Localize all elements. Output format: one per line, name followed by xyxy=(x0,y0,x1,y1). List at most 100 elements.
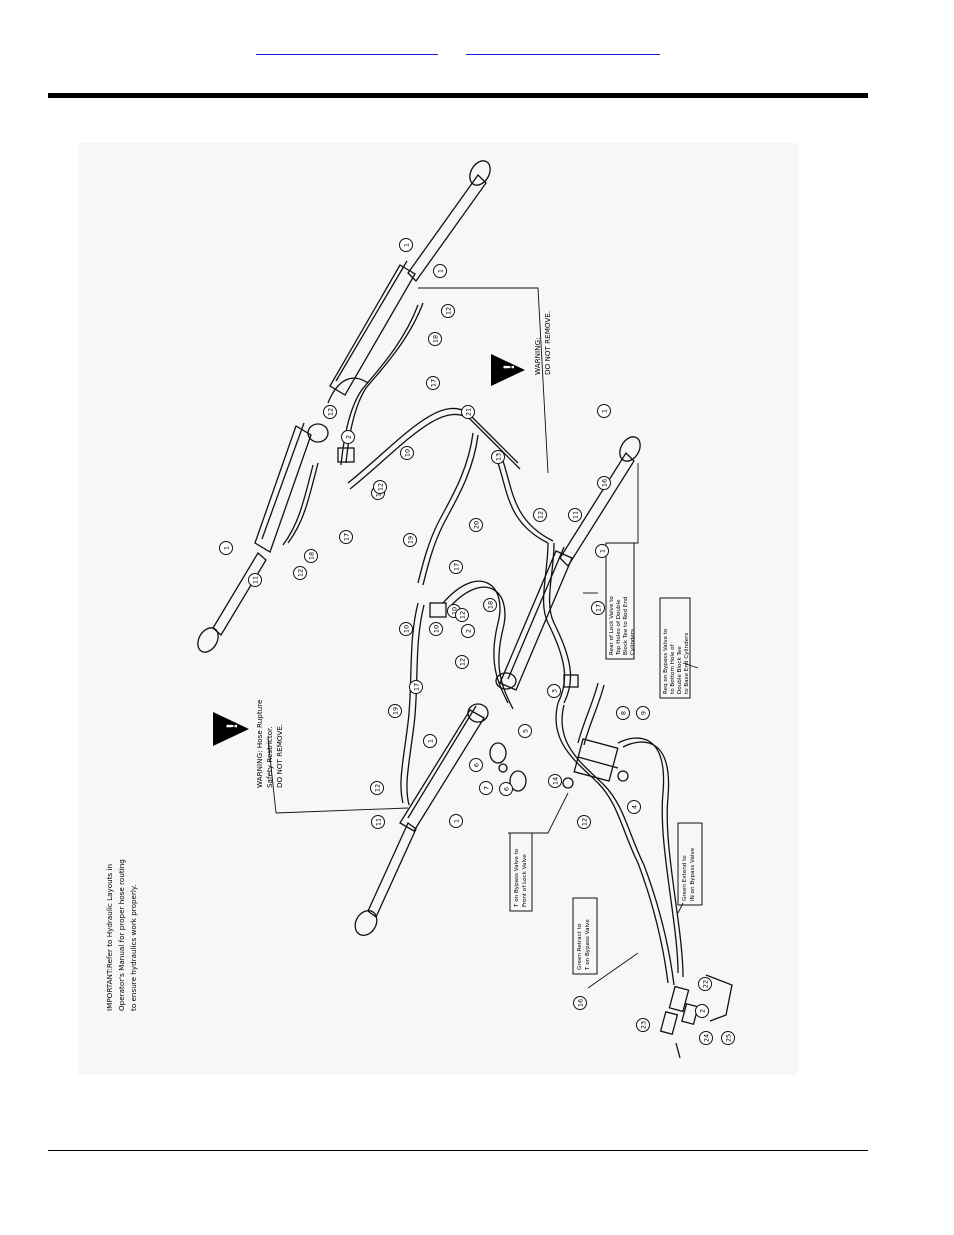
callout-label: 17 xyxy=(413,683,421,691)
note-rear-lock-line-4: Cylinders xyxy=(630,629,636,655)
callout-label: 1 xyxy=(223,546,231,550)
hose-routing xyxy=(282,302,684,986)
callout-label: 2 xyxy=(345,435,353,439)
callout-4: 4 xyxy=(627,800,641,814)
footer-rule xyxy=(48,1150,868,1151)
note-green-retract: Green Retract to T on Bypass Valve xyxy=(577,919,591,971)
callout-12: 12 xyxy=(373,480,387,494)
callout-24: 24 xyxy=(699,1031,713,1045)
quick-couplers xyxy=(659,974,733,1059)
note-req-bypass-line-1: Req on Bypass Valve to xyxy=(663,628,669,694)
callout-8: 8 xyxy=(616,706,630,720)
header-link-2[interactable] xyxy=(466,44,660,55)
callout-1: 1 xyxy=(399,238,413,252)
callout-12: 12 xyxy=(441,304,455,318)
callout-2: 2 xyxy=(461,624,475,638)
callout-label: 1 xyxy=(427,739,435,743)
callout-label: 12 xyxy=(537,511,545,519)
note-box-green-retract xyxy=(572,897,598,975)
note-box-t-bypass xyxy=(509,832,533,912)
warning-right-text: WARNING: DO NOT REMOVE. xyxy=(533,311,552,375)
callout-12: 12 xyxy=(533,508,547,522)
note-req-bypass-line-2: to Bottom Hole of xyxy=(670,643,676,694)
callout-label: 11 xyxy=(572,511,580,519)
note-rear-lock-line-2: Top Holes of Double xyxy=(616,599,622,656)
bypass-valve-block xyxy=(562,738,629,789)
warning-right-line-2: DO NOT REMOVE. xyxy=(543,311,552,375)
note-req-bypass-line-3: Double Block Tee xyxy=(677,646,683,694)
note-t-bypass: T on Bypass Valve to Front of Lock Valve xyxy=(514,847,528,908)
callout-label: 17 xyxy=(595,604,603,612)
callout-7: 7 xyxy=(479,781,493,795)
svg-text:!: ! xyxy=(225,723,241,729)
callout-label: 1 xyxy=(403,243,411,247)
callout-label: 1 xyxy=(453,819,461,823)
callout-19: 19 xyxy=(388,704,402,718)
callout-13: 13 xyxy=(491,450,505,464)
callout-12: 12 xyxy=(455,608,469,622)
block-tee-cluster xyxy=(337,447,579,688)
callout-label: 18 xyxy=(487,601,495,609)
callout-18: 18 xyxy=(304,549,318,563)
callout-11: 11 xyxy=(568,508,582,522)
callout-18: 18 xyxy=(483,598,497,612)
note-green-extend-line-2: IN on Bypass Valve xyxy=(690,847,696,901)
callout-label: 12 xyxy=(327,408,335,416)
callout-label: 12 xyxy=(374,784,382,792)
note-green-extend: Green Extend to IN on Bypass Valve xyxy=(682,847,696,901)
note-green-retract-line-1: Green Retract to xyxy=(577,923,583,970)
callout-label: 25 xyxy=(725,1034,733,1042)
callout-19: 19 xyxy=(403,533,417,547)
callout-label: 4 xyxy=(631,805,639,809)
warning-triangle-right-icon: ! xyxy=(491,354,525,386)
callout-label: 16 xyxy=(601,479,609,487)
callout-3: 3 xyxy=(547,684,561,698)
callout-10: 10 xyxy=(400,446,414,460)
callout-22: 22 xyxy=(698,977,712,991)
callout-label: 12 xyxy=(459,611,467,619)
note-box-green-extend xyxy=(677,822,703,906)
header-rule xyxy=(48,93,868,98)
callout-label: 10 xyxy=(404,449,412,457)
callout-label: 14 xyxy=(552,777,560,785)
callout-17: 17 xyxy=(591,601,605,615)
callout-label: 12 xyxy=(581,818,589,826)
note-rear-lock-line-1: Rear of Lock Valve to xyxy=(609,596,615,655)
callout-label: 23 xyxy=(640,1021,648,1029)
warning-triangle-left-icon: ! xyxy=(213,712,249,746)
note-t-bypass-line-2: Front of Lock Valve xyxy=(522,854,528,907)
callout-6: 6 xyxy=(499,782,513,796)
header-link-1[interactable] xyxy=(256,44,438,55)
warning-left-line-1: WARNING: Hose Rupture xyxy=(255,699,264,788)
note-rear-lock-line-3: Block Tee to Rod End xyxy=(623,596,629,655)
callout-17: 17 xyxy=(449,560,463,574)
callout-label: 17 xyxy=(343,533,351,541)
callout-label: 19 xyxy=(392,707,400,715)
callout-label: 16 xyxy=(577,999,585,1007)
cylinder-assembly-top-left xyxy=(197,422,329,653)
callout-label: 2 xyxy=(465,629,473,633)
callout-label: 2 xyxy=(699,1009,707,1013)
note-green-extend-line-1: Green Extend to xyxy=(682,855,688,901)
note-box-rear-lock xyxy=(605,542,635,660)
callout-label: 11 xyxy=(252,576,260,584)
callout-1: 1 xyxy=(597,404,611,418)
callout-label: 12 xyxy=(459,658,467,666)
callout-label: 9 xyxy=(640,711,648,715)
callout-16: 16 xyxy=(573,996,587,1010)
callout-17: 17 xyxy=(409,680,423,694)
callout-label: 17 xyxy=(453,563,461,571)
note-req-bypass: Req on Bypass Valve to to Bottom Hole of… xyxy=(663,627,690,694)
callout-label: 19 xyxy=(407,536,415,544)
callout-label: 6 xyxy=(503,787,511,791)
callout-label: 18 xyxy=(432,335,440,343)
callout-17: 17 xyxy=(339,530,353,544)
callout-20: 20 xyxy=(469,518,483,532)
callout-12: 12 xyxy=(323,405,337,419)
callout-12: 12 xyxy=(577,815,591,829)
callout-label: 1 xyxy=(437,269,445,273)
callout-label: 1 xyxy=(599,549,607,553)
callout-10: 10 xyxy=(429,622,443,636)
warning-right-line-1: WARNING: xyxy=(533,338,542,376)
